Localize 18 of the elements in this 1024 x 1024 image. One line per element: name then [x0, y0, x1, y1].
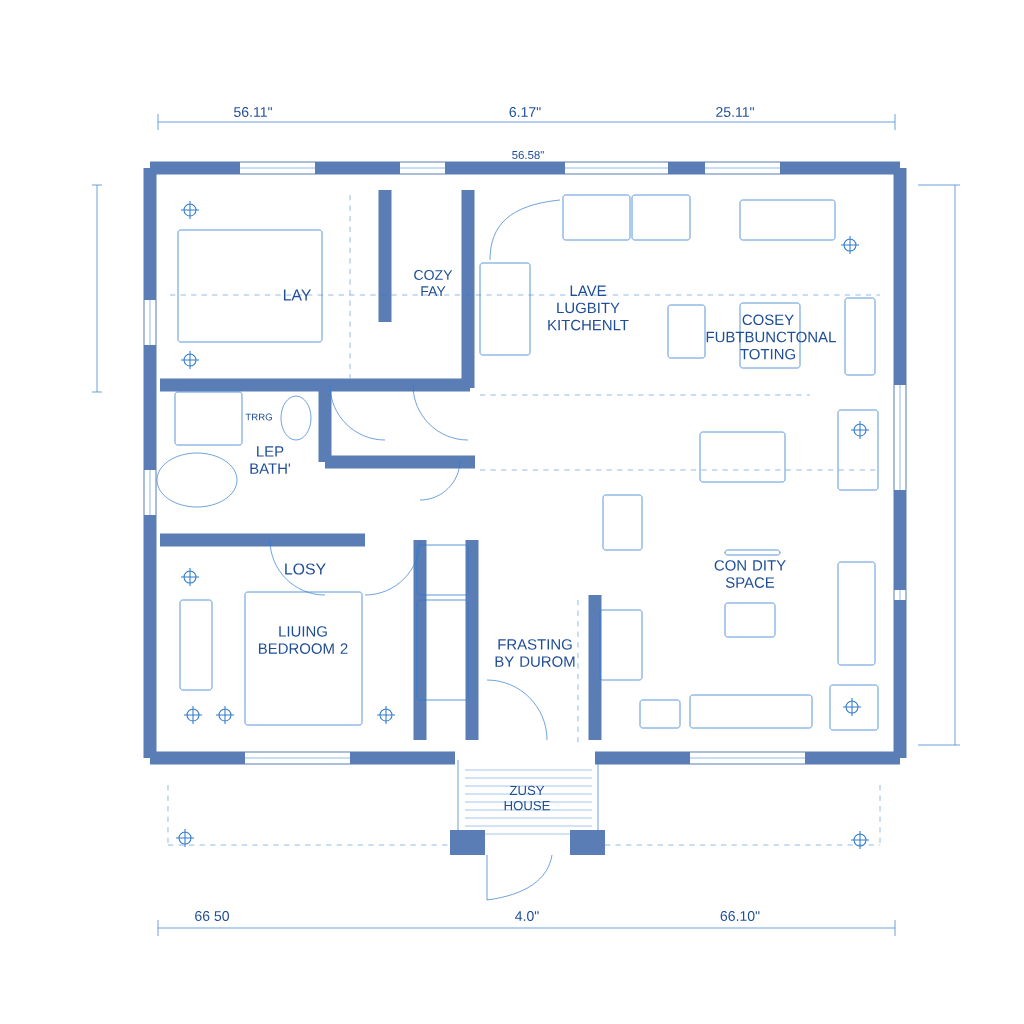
furniture-label: TRRG — [245, 413, 272, 421]
room-label: LAVE LUGBITY KITCHENLT — [548, 285, 629, 331]
room-label: ZUSY HOUSE — [504, 785, 550, 811]
room-label: FRASTING BY DUROM — [495, 639, 575, 667]
room-label: COSEY FUBTBUNCTONAL TOTING — [706, 314, 836, 360]
dimension-label: 6.17" — [509, 107, 541, 117]
dimension-label: 66 50 — [195, 911, 230, 921]
dimension-label: 66.10" — [720, 911, 760, 921]
room-label: LOSY — [285, 563, 326, 575]
room-label: CON DITY SPACE — [714, 560, 786, 588]
dimension-label: 4.0" — [515, 911, 539, 921]
room-label: LIUING BEDROOM 2 — [259, 626, 348, 654]
room-label: LAY — [283, 289, 311, 301]
dimension-label: 25.11" — [716, 107, 754, 117]
room-label: COZY FAY — [414, 270, 453, 296]
room-label: LEP BATH' — [250, 446, 291, 474]
dimension-label: 56.11" — [234, 107, 272, 117]
dimension-label: 56.58" — [512, 151, 544, 160]
